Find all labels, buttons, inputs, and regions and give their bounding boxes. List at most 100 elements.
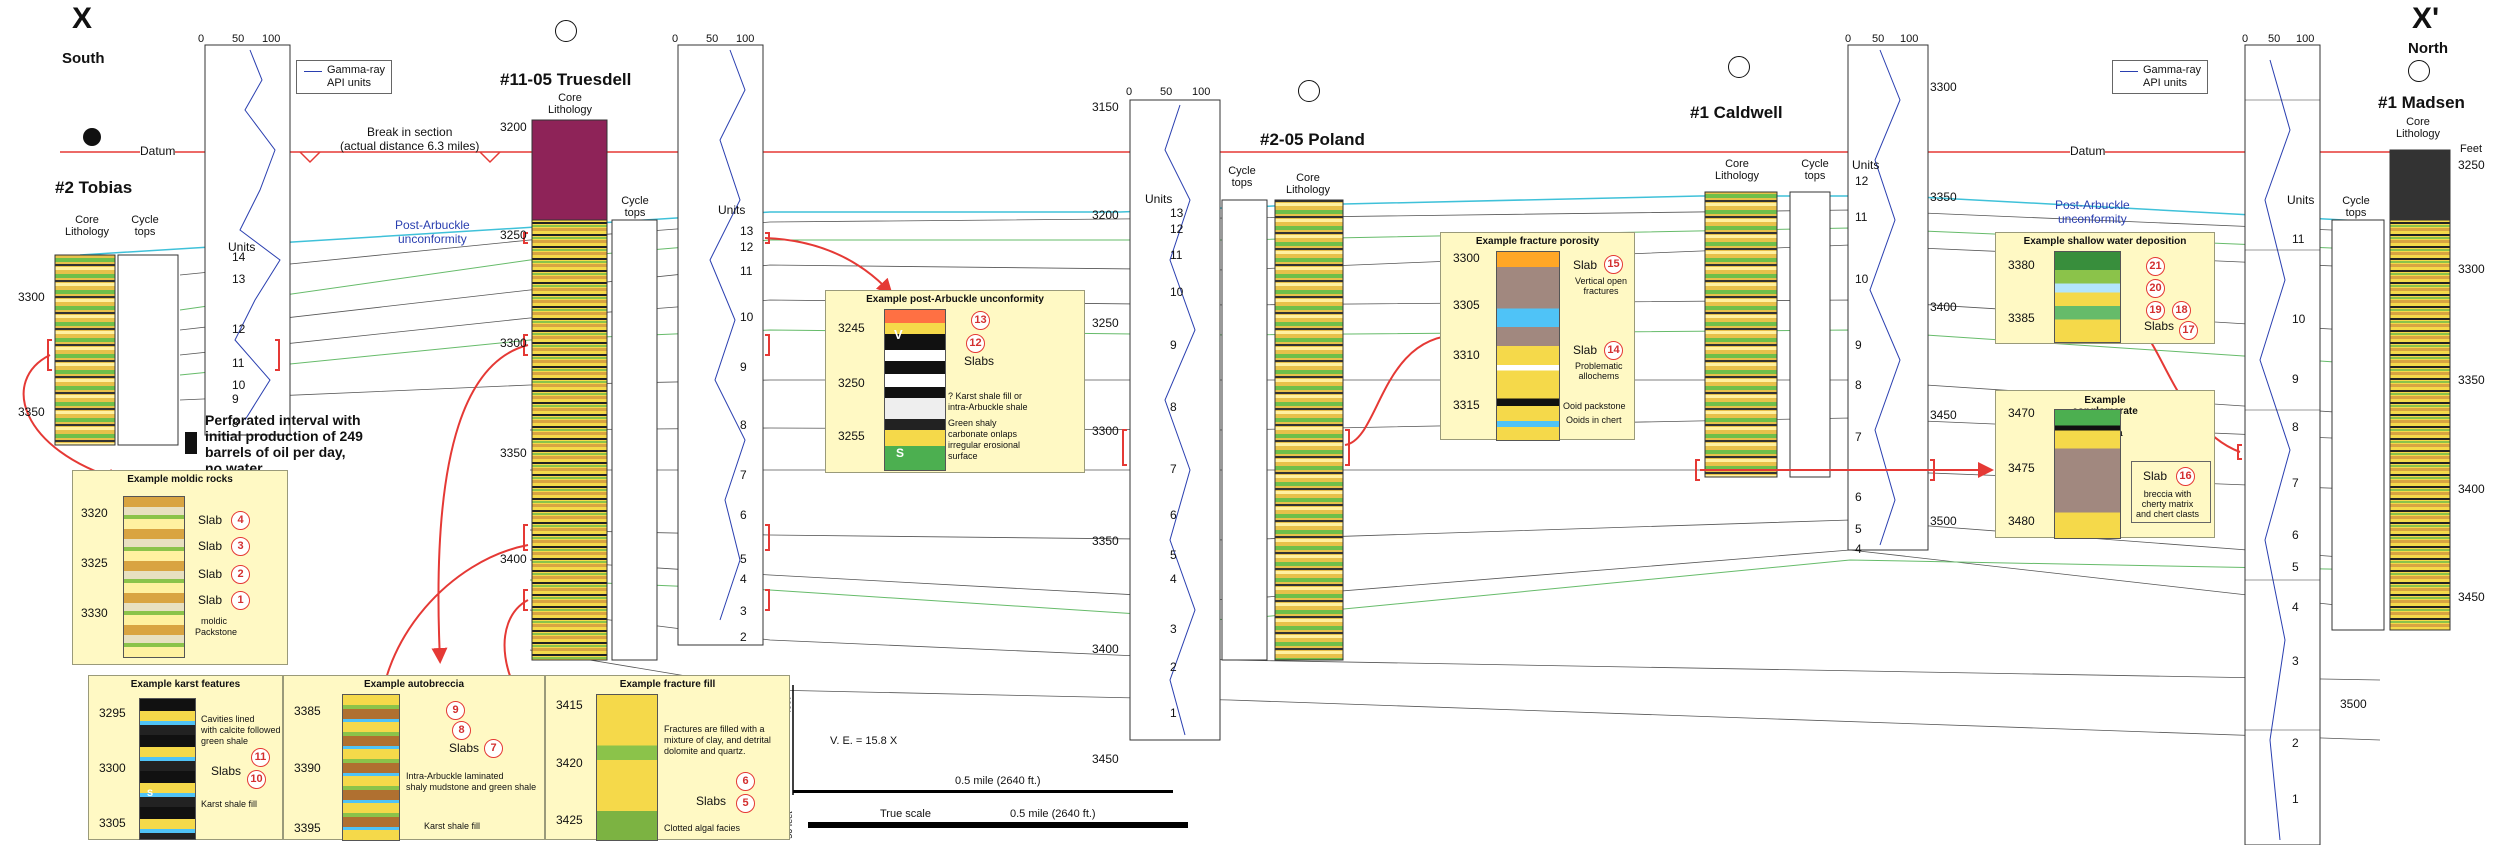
unit-number: 10 <box>1855 272 1869 286</box>
unit-number: 10 <box>740 310 754 324</box>
well-symbol-icon <box>1298 80 1320 102</box>
gr-scale-100: 100 <box>1192 86 1211 98</box>
well-name-caldwell: #1 Caldwell <box>1690 103 1783 122</box>
depth-label: 3300 <box>2458 262 2485 276</box>
madsen-gr-curve <box>2259 59 2291 841</box>
unit-number: 10 <box>1170 285 1184 299</box>
units-heading: Units <box>228 240 256 254</box>
well-name-tobias: #2 Tobias <box>55 178 133 197</box>
caldwell-lithology-column <box>1704 191 1778 478</box>
cycle-tops-heading: Cycle tops <box>1801 158 1829 182</box>
unit-number: 4 <box>1855 542 1862 556</box>
unit-number: 9 <box>1170 338 1177 352</box>
vertical-exaggeration: V. E. = 15.8 X <box>830 735 898 747</box>
madsen-lithology-column <box>2389 149 2451 221</box>
unit-number: 9 <box>740 360 747 374</box>
dry-hole-symbol <box>83 128 101 146</box>
unit-number: 5 <box>1855 522 1862 536</box>
depth-label: 3350 <box>2458 373 2485 387</box>
unit-number: 2 <box>2292 736 2299 750</box>
unit-number: 8 <box>740 418 747 432</box>
depth-label: 3400 <box>1092 642 1119 656</box>
callout-conglomerate-breccia: Exampleconglomerateandbreccia 3470 3475 … <box>1995 390 2215 539</box>
unit-number: 3 <box>740 604 747 618</box>
unit-number: 4 <box>1170 572 1177 586</box>
gr-scale-0: 0 <box>1126 86 1133 98</box>
well-symbol-icon <box>2408 60 2430 82</box>
gr-scale-100: 100 <box>1900 33 1919 45</box>
poland-gr-track <box>1129 99 1221 741</box>
unit-number: 8 <box>232 416 239 430</box>
core-lithology-heading: Core Lithology <box>1285 172 1331 196</box>
callout-fracture-porosity: Example fracture porosity 3300 3305 3310… <box>1440 232 1635 441</box>
unit-number: 13 <box>740 224 754 238</box>
gr-scale-50: 50 <box>706 33 719 45</box>
cycle-tops-heading: Cycle tops <box>2342 195 2370 219</box>
unit-number: 5 <box>1170 548 1177 562</box>
depth-label: 3200 <box>1092 208 1119 222</box>
units-heading: Units <box>1852 158 1880 172</box>
gr-scale-50: 50 <box>2268 33 2281 45</box>
gr-scale-50: 50 <box>1872 33 1885 45</box>
datum-label-right: Datum <box>2070 144 2106 158</box>
depth-label: 3250 <box>1092 316 1119 330</box>
cycle-tops-heading: Cycle tops <box>621 195 649 219</box>
depth-label: 3450 <box>2458 590 2485 604</box>
unit-number: 6 <box>1170 508 1177 522</box>
true-scale-label: True scale <box>880 808 931 820</box>
tobias-cycle-column <box>117 254 179 446</box>
unit-number: 11 <box>232 356 245 370</box>
section-end-direction: North <box>2408 40 2448 57</box>
depth-label: 3300 <box>1930 80 1957 94</box>
unit-number: 7 <box>2292 476 2299 490</box>
core-lithology-heading: Core Lithology <box>1714 158 1760 182</box>
depth-label: 3350 <box>1930 190 1957 204</box>
poland-lithology-column <box>1274 199 1344 661</box>
gr-scale-0: 0 <box>672 33 679 45</box>
depth-label: 3500 <box>2340 697 2367 711</box>
section-end-letter: X' <box>2412 2 2440 35</box>
depth-label: 3250 <box>2458 158 2485 172</box>
unit-number: 10 <box>2292 312 2306 326</box>
unit-number: 11 <box>1855 210 1868 224</box>
caldwell-cycle-column <box>1789 191 1831 478</box>
datum-label-left: Datum <box>140 144 176 158</box>
unit-number: 7 <box>1855 430 1862 444</box>
poland-cycle-column <box>1221 199 1268 661</box>
unit-number: 5 <box>740 552 747 566</box>
gr-scale-0: 0 <box>198 33 205 45</box>
depth-label: 3150 <box>1092 100 1119 114</box>
depth-label: 3400 <box>1930 300 1957 314</box>
depth-label: 3250 <box>500 228 527 242</box>
depth-label: 3500 <box>1930 514 1957 528</box>
units-heading: Units <box>2287 193 2315 207</box>
ve-scale-bar <box>793 790 1173 793</box>
unit-number: 12 <box>1855 174 1869 188</box>
units-heading: Units <box>1145 192 1173 206</box>
unit-number: 11 <box>740 264 753 278</box>
unit-number: 11 <box>2292 232 2305 246</box>
truesdell-gr-track <box>677 44 764 646</box>
unit-number: 7 <box>1170 462 1177 476</box>
unit-number: 1 <box>2292 792 2299 806</box>
unit-number: 8 <box>1170 400 1177 414</box>
tobias-gr-curve <box>234 49 281 421</box>
well-symbol-icon <box>555 20 577 42</box>
gr-scale-100: 100 <box>736 33 755 45</box>
unit-number: 13 <box>232 272 246 286</box>
unit-number: 2 <box>740 630 747 644</box>
unit-number: 4 <box>740 572 747 586</box>
unit-number: 8 <box>2292 420 2299 434</box>
unit-number: 6 <box>740 508 747 522</box>
unit-number: 9 <box>232 392 239 406</box>
unit-number: 12 <box>740 240 754 254</box>
gr-scale-50: 50 <box>232 33 245 45</box>
depth-label: 3350 <box>1092 534 1119 548</box>
callout-karst-features: Example karst features 3295 3300 3305 S … <box>88 675 293 840</box>
cycle-tops-heading: Cycle tops <box>131 214 159 238</box>
units-heading: Units <box>718 203 746 217</box>
depth-label: 3400 <box>2458 482 2485 496</box>
break-label: Break in section(actual distance 6.3 mil… <box>340 125 480 153</box>
